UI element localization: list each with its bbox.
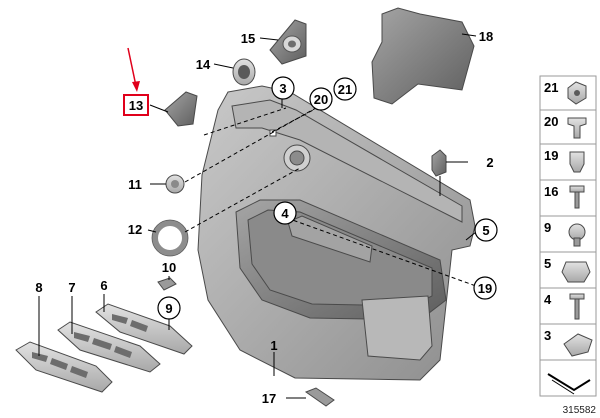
callout-6: 6 xyxy=(100,278,107,293)
part-10-clip xyxy=(157,277,177,291)
highlight-box-13 xyxy=(123,94,149,116)
part-7-switch-panel xyxy=(57,321,161,373)
callout-20-circle: 20 xyxy=(309,87,333,111)
legend-label-21: 21 xyxy=(544,80,558,95)
callout-20: 20 xyxy=(314,92,328,107)
callout-4: 4 xyxy=(281,206,289,221)
part-8-switch-panel xyxy=(15,341,113,393)
legend-box-3: 3 xyxy=(539,323,597,361)
legend-label-16: 16 xyxy=(544,184,558,199)
door-trim-panel xyxy=(197,85,476,381)
callout-13: 13 xyxy=(129,98,143,113)
callout-19: 19 xyxy=(478,281,492,296)
part-12-ring xyxy=(151,219,189,257)
callout-4-circle: 4 xyxy=(273,201,297,225)
legend-box-21: 21 xyxy=(539,75,597,111)
legend-box-5: 5 xyxy=(539,251,597,289)
callout-17: 17 xyxy=(262,391,276,406)
legend-box-19: 19 xyxy=(539,143,597,181)
callouts: 13 14 15 18 11 12 10 2 1 17 8 7 6 3 20 2… xyxy=(35,29,498,406)
callout-7: 7 xyxy=(68,280,75,295)
part-14-speaker-cover xyxy=(232,58,256,86)
legend-label-5: 5 xyxy=(544,256,551,271)
callout-11: 11 xyxy=(128,177,142,192)
part-11-cap xyxy=(165,174,185,194)
callout-2: 2 xyxy=(486,155,493,170)
part-13-trim-cap xyxy=(164,91,198,127)
callout-19-circle: 19 xyxy=(473,276,497,300)
callout-5-circle: 5 xyxy=(474,218,498,242)
part-17-clip xyxy=(304,387,335,407)
legend-box-9: 9 xyxy=(539,215,597,253)
legend-box-16: 16 xyxy=(539,179,597,217)
callout-3: 3 xyxy=(279,81,286,96)
callout-3-circle: 3 xyxy=(271,76,295,100)
legend-label-3: 3 xyxy=(544,328,551,343)
part-18-bracket xyxy=(371,7,475,105)
callout-21-circle: 21 xyxy=(333,77,357,101)
callout-14: 14 xyxy=(196,57,211,72)
callout-15: 15 xyxy=(241,31,255,46)
part-6-switch-panel xyxy=(95,303,193,355)
callout-18: 18 xyxy=(479,29,493,44)
part-15-tweeter-housing xyxy=(269,19,307,65)
callout-10: 10 xyxy=(162,260,176,275)
legend-box-4: 4 xyxy=(539,287,597,325)
callout-9: 9 xyxy=(165,301,172,316)
callout-1: 1 xyxy=(270,338,277,353)
callout-21: 21 xyxy=(338,82,352,97)
callout-8: 8 xyxy=(35,280,42,295)
legend-label-9: 9 xyxy=(544,220,551,235)
part-2-handle-cap xyxy=(431,149,447,177)
legend-label-20: 20 xyxy=(544,114,558,129)
fastener-legend: 21 20 19 16 9 5 xyxy=(539,75,597,397)
callout-5: 5 xyxy=(482,223,489,238)
callout-12: 12 xyxy=(128,222,142,237)
image-number: 315582 xyxy=(563,405,597,416)
legend-box-sealing-strip xyxy=(539,359,597,397)
callout-9-circle: 9 xyxy=(157,296,181,320)
legend-box-20: 20 xyxy=(539,109,597,145)
highlight-arrow xyxy=(127,47,140,92)
legend-label-4: 4 xyxy=(544,292,552,307)
legend-label-19: 19 xyxy=(544,148,558,163)
